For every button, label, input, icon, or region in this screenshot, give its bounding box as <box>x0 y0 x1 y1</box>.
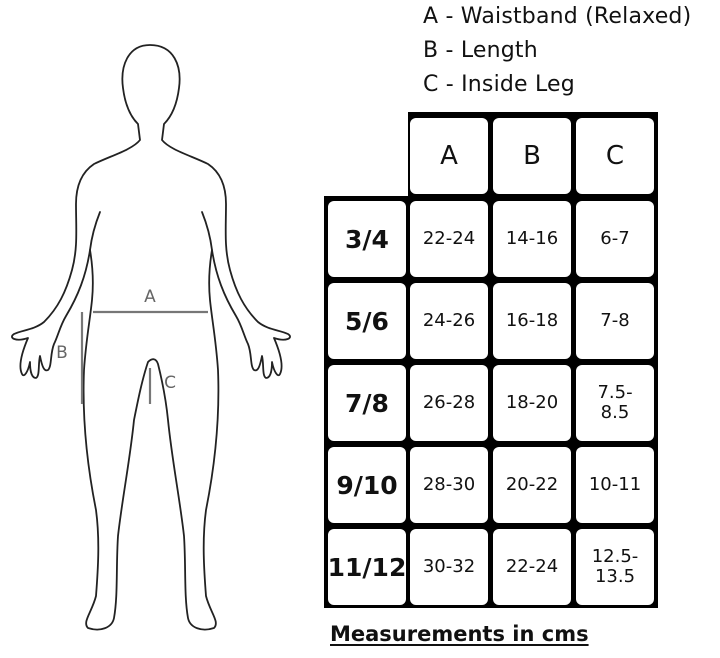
column-header-a: A <box>410 118 488 194</box>
row-size-label: 5/6 <box>328 283 406 359</box>
cell-b: 18-20 <box>493 365 571 441</box>
column-header-c: C <box>576 118 654 194</box>
body-outline-svg: A B C <box>11 44 291 631</box>
cell-c: 12.5- 13.5 <box>576 529 654 605</box>
cell-c: 6-7 <box>576 201 654 277</box>
row-size-label: 9/10 <box>328 447 406 523</box>
units-caption: Measurements in cms <box>330 622 589 646</box>
body-diagram: A B C <box>0 0 320 658</box>
cell-a: 28-30 <box>410 447 488 523</box>
cell-a: 22-24 <box>410 201 488 277</box>
cell-a: 24-26 <box>410 283 488 359</box>
left-arm-inner <box>89 211 101 251</box>
measurement-legend: A - Waistband (Relaxed) B - Length C - I… <box>423 0 691 102</box>
cell-c: 7.5- 8.5 <box>576 365 654 441</box>
legend-length: B - Length <box>423 38 538 63</box>
cell-c: 10-11 <box>576 447 654 523</box>
figure-label-c: C <box>164 373 176 393</box>
figure-label-b: B <box>56 343 68 363</box>
legend-waistband: A - Waistband (Relaxed) <box>423 4 692 29</box>
figure-label-a: A <box>144 287 156 307</box>
cell-b: 16-18 <box>493 283 571 359</box>
head-outline <box>11 44 291 631</box>
row-size-label: 11/12 <box>328 529 406 605</box>
table-corner-blank <box>324 112 408 196</box>
row-size-label: 7/8 <box>328 365 406 441</box>
cell-b: 22-24 <box>493 529 571 605</box>
cell-c: 7-8 <box>576 283 654 359</box>
right-arm-inner <box>201 211 213 251</box>
cell-a: 26-28 <box>410 365 488 441</box>
cell-b: 20-22 <box>493 447 571 523</box>
cell-a: 30-32 <box>410 529 488 605</box>
cell-b: 14-16 <box>493 201 571 277</box>
column-header-b: B <box>493 118 571 194</box>
legend-inside-leg: C - Inside Leg <box>423 72 575 97</box>
row-size-label: 3/4 <box>328 201 406 277</box>
